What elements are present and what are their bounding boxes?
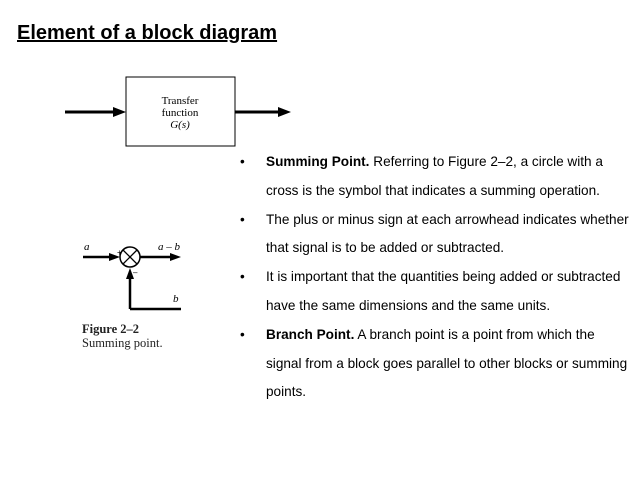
bullet-plus-minus: • The plus or minus sign at each arrowhe… <box>238 206 630 264</box>
bullet-summing-point: • Summing Point. Referring to Figure 2–2… <box>238 148 630 206</box>
bullet-text: A branch point is a point from which the… <box>266 326 628 400</box>
bullet-dot: • <box>240 326 245 342</box>
bullet-list: • Summing Point. Referring to Figure 2–2… <box>238 148 630 407</box>
input-a-arrowhead <box>109 253 120 261</box>
bullet-same-dimensions: • It is important that the quantities be… <box>238 263 630 321</box>
bullet-heading: Summing Point. <box>266 154 370 169</box>
input-a-label: a <box>84 241 90 253</box>
bullet-dot: • <box>240 211 245 227</box>
output-arrowhead-sum <box>170 253 181 261</box>
summing-point-figure: a + – a – b b <box>83 241 181 311</box>
input-b-arrowhead <box>126 268 134 279</box>
figure-caption-text: Summing point. <box>82 336 163 350</box>
block-label-line2: function <box>162 107 199 119</box>
output-label: a – b <box>158 241 181 253</box>
output-arrowhead <box>278 107 291 117</box>
transfer-function-block <box>125 76 236 147</box>
input-b-label: b <box>173 293 179 305</box>
input-arrowhead <box>113 107 126 117</box>
bullet-dot: • <box>240 154 245 169</box>
block-diagram: Transfer function G(s) <box>65 76 291 147</box>
bullet-text: Referring to Figure 2–2, a circle with a… <box>266 154 603 198</box>
bullet-dot: • <box>240 269 245 285</box>
slide-title: Element of a block diagram <box>17 22 278 44</box>
bullet-heading: Branch Point. <box>266 326 355 342</box>
minus-sign: – <box>133 268 138 277</box>
plus-sign: + <box>117 248 122 257</box>
bullet-text: It is important that the quantities bein… <box>266 269 621 313</box>
figure-number: Figure 2–2 <box>82 322 140 336</box>
block-label-line3: G(s) <box>170 119 190 131</box>
bullet-text: The plus or minus sign at each arrowhead… <box>266 211 629 256</box>
block-label-line1: Transfer <box>162 95 199 107</box>
summing-cross-line-2 <box>122 249 138 265</box>
figure-caption: Figure 2–2 Summing point. <box>82 322 163 350</box>
bullet-branch-point: • Branch Point. A branch point is a poin… <box>238 321 630 407</box>
